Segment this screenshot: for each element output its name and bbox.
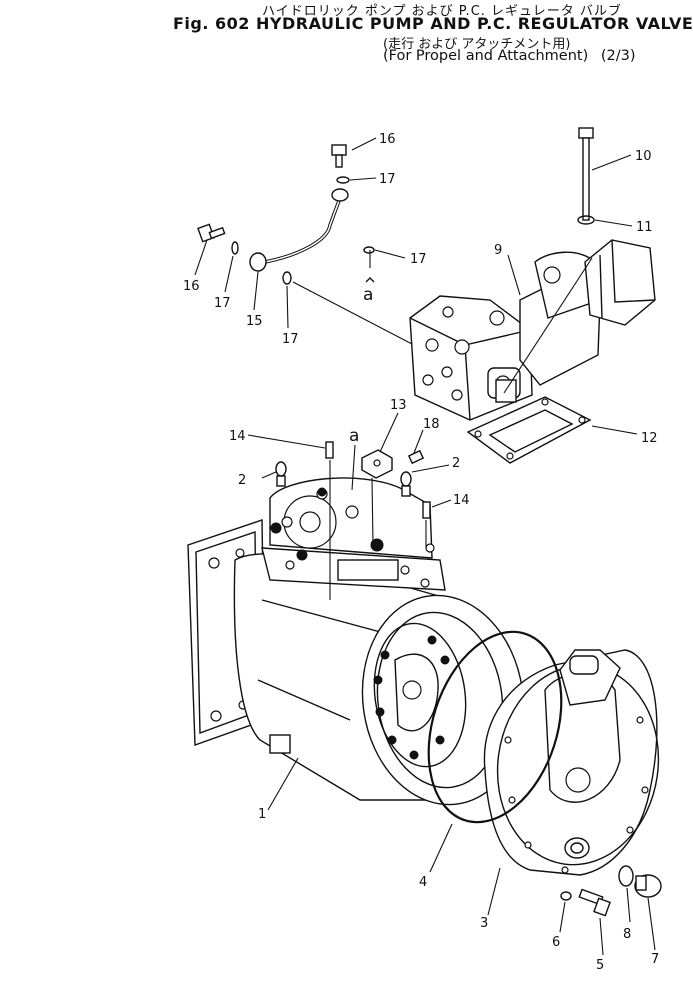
callout-18: 18 [423, 417, 440, 432]
pipe-assembly [249, 188, 349, 272]
callout-numbers: 16 17 10 11 9 17 16 17 15 17 13 14 18 12… [183, 132, 659, 973]
callout-8: 8 [623, 927, 631, 942]
arrow-icon [365, 277, 375, 283]
regulator-valve [409, 239, 656, 421]
callout-3: 3 [480, 916, 488, 931]
pin-14-left [325, 441, 334, 459]
callout-13: 13 [390, 398, 407, 413]
block-13 [361, 449, 393, 479]
callout-4: 4 [419, 875, 427, 890]
callout-17: 17 [282, 332, 299, 347]
figure-subtitle-row: (For Propel and Attachment) (2/3) [383, 48, 636, 64]
o-ring-17-top [336, 176, 350, 184]
callout-16: 16 [379, 132, 396, 147]
o-ring-8 [618, 865, 634, 887]
exploded-parts-drawing: 16 17 10 11 9 17 16 17 15 17 13 14 18 12… [183, 127, 662, 973]
figure-header: ハイドロリック ポンプ および P.C. レギュレータ バルブ Fig. 602… [0, 0, 693, 72]
o-ring-17-lower [282, 271, 292, 285]
eyebolt-2-left [275, 461, 287, 487]
rotor-bolts [373, 635, 450, 760]
callout-14: 14 [453, 493, 470, 508]
callout-17: 17 [379, 172, 396, 187]
connection-mark-a: a [349, 426, 359, 446]
figure-title: Fig. 602 HYDRAULIC PUMP AND P.C. REGULAT… [173, 14, 693, 33]
bolt-16-left [197, 223, 226, 243]
pin-14-right [422, 501, 431, 519]
japanese-title: ハイドロリック ポンプ および P.C. レギュレータ バルブ [262, 4, 622, 19]
page-indicator: (2/3) [600, 48, 636, 64]
callout-2: 2 [452, 456, 460, 471]
callout-7: 7 [651, 952, 659, 967]
callout-15: 15 [246, 314, 263, 329]
callout-17: 17 [214, 296, 231, 311]
pump-housing [187, 477, 525, 806]
plug-18 [407, 449, 425, 465]
pump-cover [483, 649, 660, 876]
callout-12: 12 [641, 431, 658, 446]
callout-14: 14 [229, 429, 246, 444]
callout-2: 2 [238, 473, 246, 488]
o-ring-large [427, 630, 563, 824]
washer-6 [560, 891, 572, 901]
washer-11 [577, 215, 595, 225]
callout-17: 17 [410, 252, 427, 267]
gasket [466, 396, 592, 464]
o-ring-17-left [231, 241, 239, 255]
callout-10: 10 [635, 149, 652, 164]
bolt-16-top [331, 144, 347, 168]
o-ring-17-mid [363, 246, 375, 254]
bolt-5 [578, 888, 611, 917]
callout-1: 1 [258, 807, 266, 822]
cover-bolt-holes [504, 716, 649, 874]
connection-mark-a: a [363, 285, 373, 305]
callout-16: 16 [183, 279, 200, 294]
callout-9: 9 [494, 243, 502, 258]
bolt-10 [578, 127, 594, 221]
eyebolt-2-right [400, 471, 412, 497]
leader-lines [194, 137, 656, 956]
plug-7 [634, 874, 662, 898]
callout-6: 6 [552, 935, 560, 950]
japanese-subtitle: (走行 および アタッチメント用) [383, 37, 571, 52]
callout-5: 5 [596, 958, 604, 973]
figure-subtitle: (For Propel and Attachment) [383, 48, 589, 64]
callout-11: 11 [636, 220, 653, 235]
